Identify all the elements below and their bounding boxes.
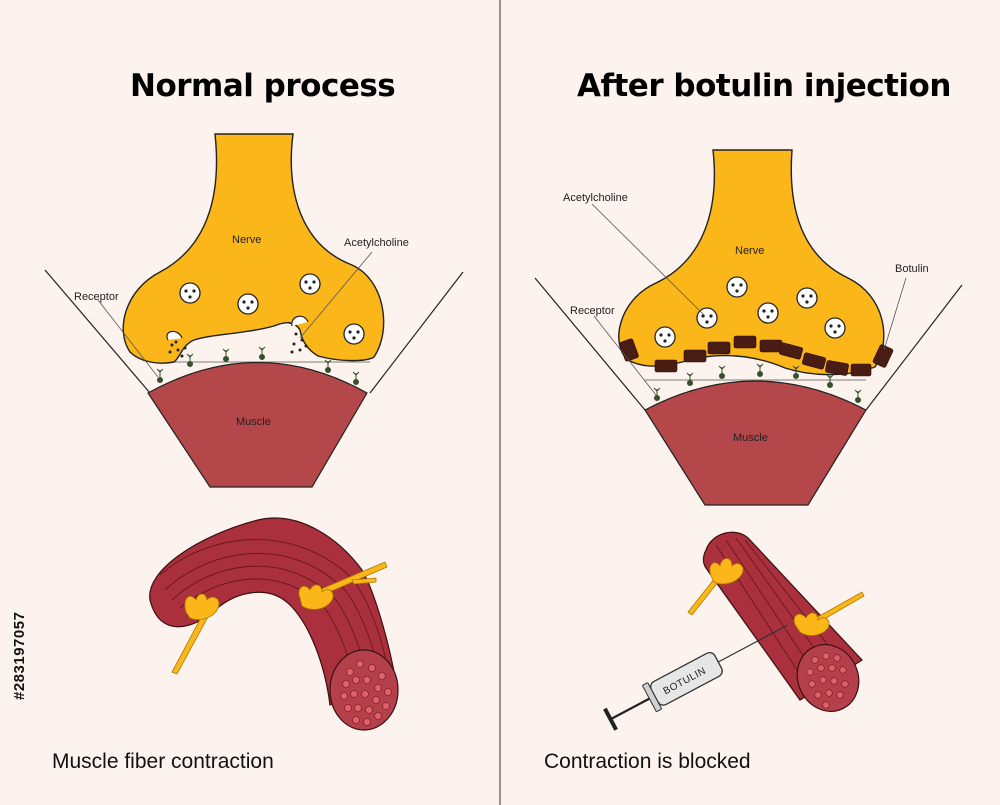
cleft-outline-right bbox=[369, 271, 464, 394]
label-nerve: Nerve bbox=[735, 245, 764, 257]
cleft-outline-left bbox=[44, 269, 151, 394]
nerve-terminal bbox=[122, 133, 385, 364]
muscle-block bbox=[147, 361, 368, 488]
vesicle-dots bbox=[659, 283, 841, 343]
label-muscle: Muscle bbox=[236, 416, 271, 428]
syringe-plunger-handle bbox=[603, 707, 618, 731]
nerve-branches bbox=[687, 558, 865, 636]
vesicles bbox=[654, 276, 846, 348]
cleft-outline-right bbox=[865, 284, 963, 411]
myofibril-dots bbox=[340, 660, 392, 726]
acetylcholine-leader bbox=[591, 203, 706, 317]
stock-id: #283197057 bbox=[11, 611, 28, 700]
acetylcholine-molecules bbox=[168, 332, 308, 358]
myofibril-dots bbox=[806, 652, 849, 709]
right-muscle-fiber bbox=[687, 531, 865, 712]
label-receptor: Receptor bbox=[74, 291, 119, 303]
nerve-branches bbox=[171, 561, 388, 675]
label-receptor: Receptor bbox=[570, 305, 615, 317]
label-botulin: Botulin bbox=[895, 263, 929, 275]
receptor-leader bbox=[593, 315, 657, 396]
muscle-block bbox=[644, 380, 867, 506]
receptors bbox=[156, 346, 360, 385]
left-synapse: Nerve Acetylcholine Receptor Muscle bbox=[44, 133, 464, 488]
acetylcholine-leader bbox=[299, 251, 373, 339]
vesicle-dots bbox=[184, 280, 360, 340]
vesicle-fusion-right bbox=[291, 315, 309, 327]
syringe-plunger bbox=[610, 697, 650, 721]
title-after-botulin: After botulin injection bbox=[577, 68, 951, 104]
syringe-needle bbox=[717, 624, 788, 663]
receptors bbox=[653, 363, 862, 403]
caption-right: Contraction is blocked bbox=[544, 750, 751, 773]
nerve-terminal bbox=[618, 149, 885, 376]
botulin-blocks bbox=[619, 335, 894, 377]
botulin-leader bbox=[883, 277, 907, 351]
vesicle-fusion-left bbox=[166, 330, 183, 341]
title-normal-process: Normal process bbox=[130, 68, 396, 104]
cleft-outline-left bbox=[534, 277, 646, 411]
label-nerve: Nerve bbox=[232, 234, 261, 246]
vesicles bbox=[179, 273, 365, 345]
left-muscle-fiber bbox=[149, 517, 399, 731]
label-acetylcholine: Acetylcholine bbox=[344, 237, 409, 249]
label-muscle: Muscle bbox=[733, 432, 768, 444]
caption-left: Muscle fiber contraction bbox=[52, 750, 274, 773]
label-acetylcholine: Acetylcholine bbox=[563, 192, 628, 204]
right-synapse: Acetylcholine Nerve Botulin Receptor Mus… bbox=[534, 149, 963, 506]
receptor-leader bbox=[97, 299, 159, 378]
